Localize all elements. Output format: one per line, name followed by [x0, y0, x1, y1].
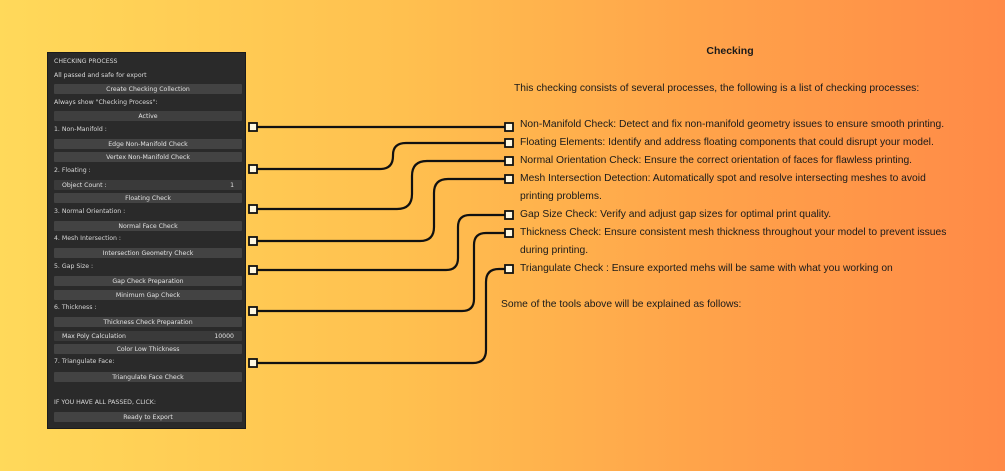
item-floating: Floating Elements: Identify and address …	[520, 137, 934, 148]
section-thickness: 6. Thickness :	[54, 304, 97, 311]
socket-left-7	[248, 358, 258, 368]
all-passed-label: IF YOU HAVE ALL PASSED, CLICK:	[54, 399, 156, 406]
item-normal-orientation: Normal Orientation Check: Ensure the cor…	[520, 155, 913, 166]
section-normal-orientation: 3. Normal Orientation :	[54, 208, 126, 215]
minimum-gap-check-button[interactable]: Minimum Gap Check	[54, 290, 242, 300]
socket-right-2	[504, 138, 514, 148]
socket-left-4	[248, 236, 258, 246]
item-gap-size: Gap Size Check: Verify and adjust gap si…	[520, 209, 832, 220]
socket-right-4	[504, 174, 514, 184]
always-show-label: Always show "Checking Process":	[54, 99, 158, 106]
wire-floating	[251, 141, 510, 171]
max-poly-calculation-field[interactable]: Max Poly Calculation 10000	[54, 331, 242, 341]
max-poly-value: 10000	[214, 332, 234, 340]
ready-to-export-button[interactable]: Ready to Export	[54, 412, 242, 422]
edge-non-manifold-check-button[interactable]: Edge Non-Manifold Check	[54, 139, 242, 149]
item-triangulate: Triangulate Check : Ensure exported mehs…	[520, 263, 893, 274]
wire-normal	[251, 159, 510, 211]
section-mesh-intersection: 4. Mesh Intersection :	[54, 235, 121, 242]
section-floating: 2. Floating :	[54, 167, 91, 174]
section-gap-size: 5. Gap Size :	[54, 263, 94, 270]
wire-gap	[251, 213, 510, 272]
socket-right-3	[504, 156, 514, 166]
socket-left-1	[248, 122, 258, 132]
object-count-field[interactable]: Object Count : 1	[54, 180, 242, 190]
socket-left-3	[248, 204, 258, 214]
max-poly-label: Max Poly Calculation	[62, 332, 126, 340]
floating-check-button[interactable]: Floating Check	[54, 193, 242, 203]
item-thickness: Thickness Check: Ensure consistent mesh …	[520, 227, 947, 256]
socket-left-2	[248, 164, 258, 174]
socket-left-5	[248, 265, 258, 275]
triangulate-face-check-button[interactable]: Triangulate Face Check	[54, 372, 242, 382]
wire-triangulate	[251, 267, 510, 365]
object-count-value: 1	[230, 181, 234, 189]
socket-right-6	[504, 228, 514, 238]
status-text: All passed and safe for export	[54, 72, 147, 79]
wire-thickness	[251, 231, 510, 313]
object-count-label: Object Count :	[62, 181, 107, 189]
socket-right-7	[504, 264, 514, 274]
section-non-manifold: 1. Non-Manifold :	[54, 126, 107, 133]
create-checking-collection-button[interactable]: Create Checking Collection	[54, 84, 242, 94]
gap-check-preparation-button[interactable]: Gap Check Preparation	[54, 276, 242, 286]
thickness-check-preparation-button[interactable]: Thickness Check Preparation	[54, 317, 242, 327]
info-intro: This checking consists of several proces…	[514, 83, 920, 94]
checking-process-panel: CHECKING PROCESS All passed and safe for…	[47, 52, 246, 429]
normal-face-check-button[interactable]: Normal Face Check	[54, 221, 242, 231]
item-mesh-intersection: Mesh Intersection Detection: Automatical…	[520, 173, 926, 202]
intersection-geometry-check-button[interactable]: Intersection Geometry Check	[54, 248, 242, 258]
active-toggle-button[interactable]: Active	[54, 111, 242, 121]
socket-right-1	[504, 122, 514, 132]
info-footer: Some of the tools above will be explaine…	[501, 299, 742, 310]
socket-left-6	[248, 306, 258, 316]
info-title: Checking	[706, 45, 754, 57]
wire-mesh	[251, 177, 510, 243]
section-triangulate: 7. Triangulate Face:	[54, 358, 115, 365]
socket-right-5	[504, 210, 514, 220]
panel-header: CHECKING PROCESS	[54, 58, 118, 65]
item-non-manifold: Non-Manifold Check: Detect and fix non-m…	[520, 119, 945, 130]
vertex-non-manifold-check-button[interactable]: Vertex Non-Manifold Check	[54, 152, 242, 162]
color-low-thickness-button[interactable]: Color Low Thickness	[54, 344, 242, 354]
